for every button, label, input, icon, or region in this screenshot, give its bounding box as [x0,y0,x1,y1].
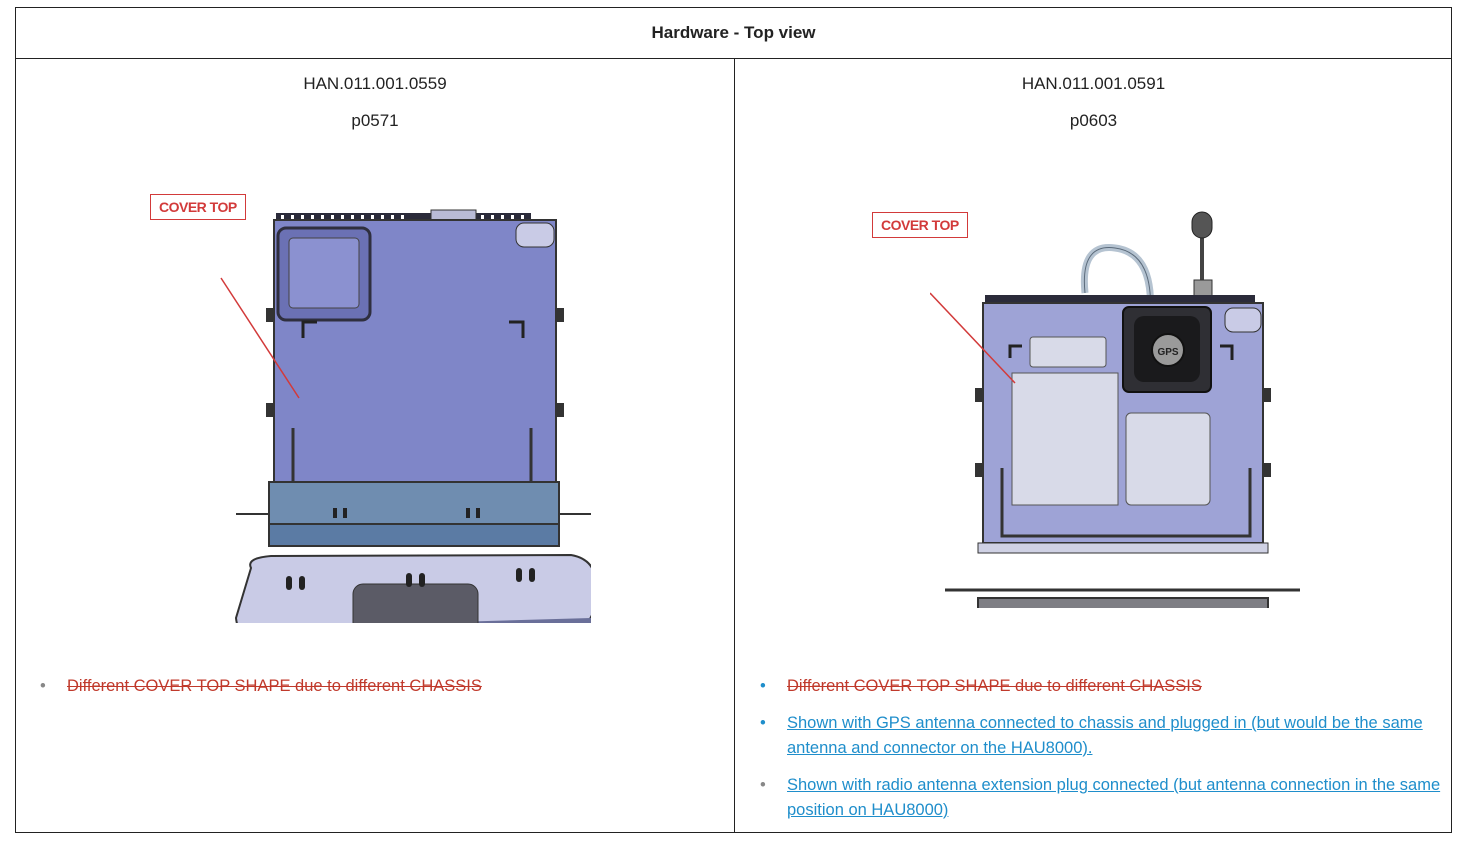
comparison-table: Hardware - Top view HAN.011.001.0559 p05… [15,7,1452,833]
left-device-image [220,209,591,623]
right-cover-top-callout: COVER TOP [872,212,968,238]
bullet-text: Different COVER TOP SHAPE due to differe… [787,677,1202,695]
right-bullet-list: • Different COVER TOP SHAPE due to diffe… [760,674,1442,835]
right-document-code: HAN.011.001.0591 [1021,74,1166,93]
column-divider [734,58,735,832]
bullet-icon: • [760,677,766,695]
left-page-number: p0571 [351,111,399,130]
list-item: • Different COVER TOP SHAPE due to diffe… [40,674,700,699]
list-item: • Shown with radio antenna extension plu… [760,773,1442,823]
bullet-icon: • [40,677,46,695]
bullet-text[interactable]: Shown with radio antenna extension plug … [787,776,1441,819]
bullet-icon: • [760,714,766,732]
bullet-text: Different COVER TOP SHAPE due to differe… [67,677,482,695]
svg-text:GPS: GPS [1157,347,1178,358]
list-item: • Shown with GPS antenna connected to ch… [760,711,1442,761]
right-page-number: p0603 [1069,111,1118,130]
bullet-text[interactable]: Shown with GPS antenna connected to chas… [787,714,1423,757]
left-bullet-list: • Different COVER TOP SHAPE due to diffe… [40,674,700,711]
left-document-code: HAN.011.001.0559 [303,74,447,93]
left-column: HAN.011.001.0559 p0571 [16,58,734,832]
table-title: Hardware - Top view [16,8,1451,59]
bullet-icon: • [760,776,766,794]
right-device-image: GPS [930,211,1300,608]
right-column: HAN.011.001.0591 p0603 GPS [735,58,1452,832]
left-cover-top-callout: COVER TOP [150,194,246,220]
list-item: • Different COVER TOP SHAPE due to diffe… [760,674,1442,699]
